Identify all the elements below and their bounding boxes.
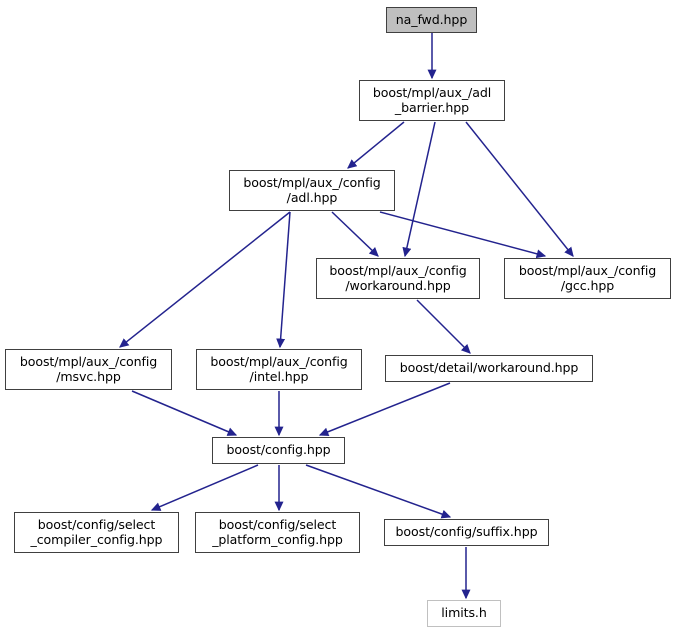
node-select_compiler[interactable]: boost/config/select _compiler_config.hpp — [14, 512, 179, 553]
node-config_workaround[interactable]: boost/mpl/aux_/config /workaround.hpp — [316, 258, 480, 299]
edge-config_adl-to-config_workaround — [331, 211, 379, 257]
edge-config_adl-to-config_gcc — [379, 211, 547, 259]
edge-adl_barrier-to-config_adl — [347, 121, 405, 169]
edge-detail_workaround-to-boost_config — [318, 382, 451, 437]
node-config_intel[interactable]: boost/mpl/aux_/config /intel.hpp — [196, 349, 362, 390]
node-label: boost/config.hpp — [226, 442, 331, 458]
edge-config_workaround-to-detail_workaround — [416, 299, 471, 354]
node-label: limits.h — [441, 605, 487, 621]
node-label: boost/config/select _platform_config.hpp — [212, 516, 343, 547]
edge-config_adl-to-config_intel — [276, 211, 291, 349]
node-label: boost/config/suffix.hpp — [395, 524, 538, 540]
node-config_gcc[interactable]: boost/mpl/aux_/config /gcc.hpp — [504, 258, 671, 299]
node-label: boost/config/select _compiler_config.hpp — [30, 516, 163, 547]
node-label: boost/mpl/aux_/config /intel.hpp — [210, 353, 348, 384]
node-adl_barrier[interactable]: boost/mpl/aux_/adl _barrier.hpp — [359, 80, 505, 121]
node-label: boost/mpl/aux_/adl _barrier.hpp — [372, 84, 492, 115]
node-limits_h[interactable]: limits.h — [427, 600, 501, 627]
node-label: boost/detail/workaround.hpp — [399, 360, 579, 376]
edge-adl_barrier-to-config_workaround — [402, 121, 436, 258]
node-config_suffix[interactable]: boost/config/suffix.hpp — [384, 519, 549, 546]
edge-adl_barrier-to-config_gcc — [465, 121, 574, 257]
node-label: na_fwd.hpp — [395, 11, 468, 27]
node-na_fwd[interactable]: na_fwd.hpp — [386, 7, 477, 33]
node-label: boost/mpl/aux_/config /gcc.hpp — [518, 262, 657, 293]
edge-boost_config-to-select_compiler — [150, 464, 259, 511]
node-label: boost/mpl/aux_/config /adl.hpp — [243, 174, 381, 205]
node-detail_workaround[interactable]: boost/detail/workaround.hpp — [385, 355, 593, 382]
node-label: boost/mpl/aux_/config /msvc.hpp — [19, 353, 158, 384]
edge-boost_config-to-config_suffix — [305, 464, 452, 519]
node-select_platform[interactable]: boost/config/select _platform_config.hpp — [195, 512, 360, 553]
node-config_msvc[interactable]: boost/mpl/aux_/config /msvc.hpp — [5, 349, 172, 390]
edge-config_msvc-to-boost_config — [131, 390, 238, 436]
node-boost_config[interactable]: boost/config.hpp — [212, 437, 345, 464]
node-config_adl[interactable]: boost/mpl/aux_/config /adl.hpp — [229, 170, 395, 211]
edge-config_adl-to-config_msvc — [119, 211, 291, 348]
node-label: boost/mpl/aux_/config /workaround.hpp — [329, 262, 467, 293]
